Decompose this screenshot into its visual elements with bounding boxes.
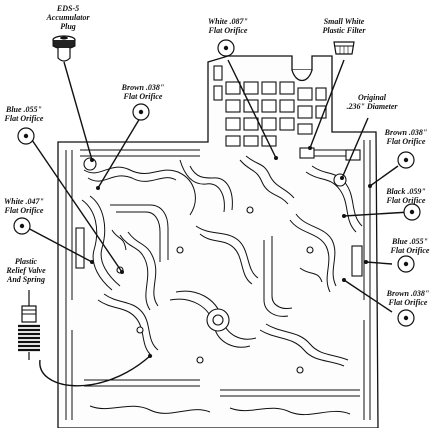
orifice-icon: [397, 151, 415, 169]
svg-text:Accumulator: Accumulator: [45, 13, 90, 22]
svg-text:Small White: Small White: [324, 17, 365, 26]
filter-icon: [333, 41, 355, 55]
svg-text:Brown .038": Brown .038": [386, 289, 430, 298]
svg-text:Flat Orifice: Flat Orifice: [4, 206, 44, 215]
black059-label: Black .059" Flat Orifice: [385, 187, 426, 205]
blue055-left-label: Blue .055" Flat Orifice: [4, 105, 44, 123]
svg-text:And Spring: And Spring: [6, 275, 45, 284]
svg-text:Plastic: Plastic: [15, 257, 38, 266]
separator-plate: [57, 55, 379, 428]
orifice-icon: [17, 127, 35, 145]
svg-text:.236" Diameter: .236" Diameter: [346, 102, 398, 111]
svg-text:Relief Valve: Relief Valve: [5, 266, 46, 275]
white047-label: White .047" Flat Orifice: [4, 197, 44, 215]
leader-lines: [23, 59, 411, 387]
eds5-label: EDS-5 Accumulator Plug: [45, 4, 90, 31]
svg-text:Plug: Plug: [60, 22, 76, 31]
original236-label: Original .236" Diameter: [346, 93, 398, 111]
svg-text:Flat Orifice: Flat Orifice: [4, 114, 44, 123]
svg-text:Flat Orifice: Flat Orifice: [390, 246, 430, 255]
svg-text:EDS-5: EDS-5: [56, 4, 79, 13]
small-white-filter-label: Small White Plastic Filter: [323, 17, 367, 35]
svg-text:Brown .038": Brown .038": [121, 83, 165, 92]
window-grid: [213, 65, 327, 147]
relief-valve-spring-icon: [18, 290, 40, 360]
svg-text:Flat Orifice: Flat Orifice: [388, 298, 428, 307]
svg-text:Flat Orifice: Flat Orifice: [386, 137, 426, 146]
orifice-icon: [397, 309, 415, 327]
brown038-right-bottom-label: Brown .038" Flat Orifice: [386, 289, 430, 307]
orifice-icon: [397, 255, 415, 273]
orifice-icon: [403, 203, 421, 221]
svg-text:Brown .038": Brown .038": [384, 128, 428, 137]
brown038-right-top-label: Brown .038" Flat Orifice: [384, 128, 428, 146]
relief-valve-label: Plastic Relief Valve And Spring: [5, 257, 46, 284]
svg-text:Plastic Filter: Plastic Filter: [323, 26, 367, 35]
svg-text:Flat Orifice: Flat Orifice: [208, 26, 248, 35]
white087-label: White .087" Flat Orifice: [208, 17, 248, 35]
svg-text:Blue .055": Blue .055": [5, 105, 42, 114]
svg-text:Black .059": Black .059": [385, 187, 426, 196]
plate-holes: [75, 147, 363, 374]
orifice-icon: [217, 39, 235, 57]
plug-icon: [52, 35, 76, 62]
orifice-icon: [13, 217, 31, 235]
svg-text:Original: Original: [358, 93, 387, 102]
svg-text:White .047": White .047": [4, 197, 44, 206]
svg-text:Blue .055": Blue .055": [391, 237, 428, 246]
fluid-passages: [65, 140, 371, 420]
svg-text:White .087": White .087": [208, 17, 248, 26]
blue055-right-label: Blue .055" Flat Orifice: [390, 237, 430, 255]
svg-text:Flat Orifice: Flat Orifice: [386, 196, 426, 205]
orifice-icon: [132, 103, 150, 121]
brown038-top-label: Brown .038" Flat Orifice: [121, 83, 165, 101]
svg-text:Flat Orifice: Flat Orifice: [123, 92, 163, 101]
